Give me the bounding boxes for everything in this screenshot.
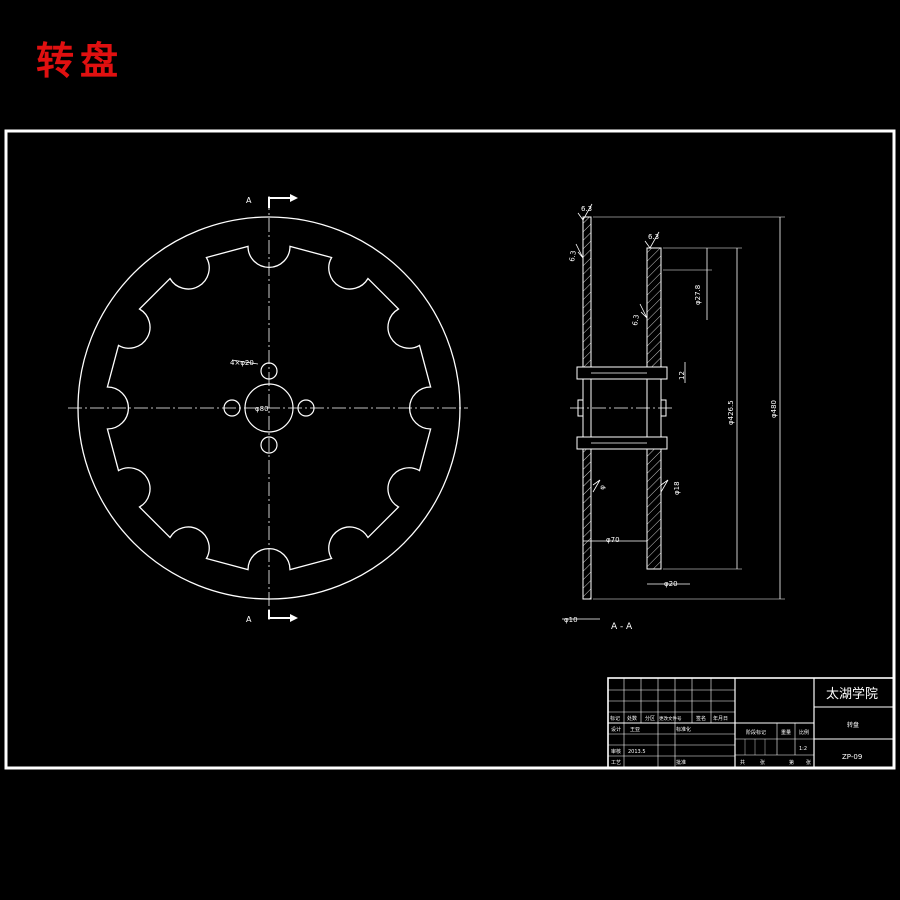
dim-18: φ18: [673, 481, 681, 495]
drawing-title: 转盘: [36, 38, 124, 83]
dim-12: 12: [678, 371, 686, 380]
roughness-4: 6.3: [631, 314, 641, 326]
roughness-2: 6.3: [648, 233, 659, 241]
section-view-label: A-A: [611, 622, 635, 632]
bolt-hole-top: [260, 362, 278, 380]
drawing-number: ZP-09: [842, 753, 862, 761]
outer-rim-circle: [77, 216, 461, 600]
title-block: 标记 处数 分区 更改文件号 签名 年月日 设计 王亚 标准化 审核 2013.…: [607, 677, 895, 769]
label-craft: 工艺: [611, 760, 621, 766]
label-count: 处数: [627, 715, 637, 722]
roughness-1: 6.3: [581, 205, 592, 213]
right-disc-lower: [646, 448, 662, 570]
roughness-symbol-6: [660, 479, 669, 493]
dim-20: φ20: [664, 580, 678, 588]
section-view: φ480 φ426.5 φ27.8 12 φ70 φ20 φ10 6.3 6.3…: [562, 203, 785, 632]
label-stage: 阶段标记: [746, 729, 766, 736]
designer-name: 王亚: [630, 727, 640, 733]
leader-holes: [231, 359, 259, 365]
section-arrowhead-top: [290, 194, 298, 202]
label-check: 审核: [611, 748, 621, 755]
bolt-hole-bottom: [260, 436, 278, 454]
label-ratio: 比例: [799, 729, 809, 736]
dim-small: φ: [598, 484, 607, 490]
left-plate-upper: [582, 216, 592, 368]
section-arrow-top: [268, 197, 295, 208]
section-arrow-bottom: [268, 610, 295, 619]
label-sheet-2: 张: [806, 759, 811, 766]
label-date: 年月日: [713, 715, 728, 722]
label-no: 第: [789, 759, 794, 766]
left-plate-lower: [582, 448, 592, 600]
roughness-3: 6.3: [568, 250, 578, 262]
right-disc-upper: [646, 247, 662, 368]
label-standard: 标准化: [676, 726, 691, 733]
part-name: 转盘: [847, 721, 859, 729]
label-design: 设计: [611, 726, 621, 733]
hub-lower: [576, 436, 668, 450]
dim-480: φ480: [770, 400, 778, 418]
dim-278: φ27.8: [694, 285, 702, 305]
roughness-symbol-3: [575, 243, 584, 259]
label-weight: 重量: [781, 729, 791, 736]
scale-value: 1:2: [799, 746, 807, 752]
scalloped-inner-contour: [106, 245, 432, 571]
drawing-frame: [4, 129, 896, 770]
label-changedoc: 更改文件号: [659, 715, 682, 722]
roughness-symbol-2: [644, 231, 660, 249]
label-sign: 签名: [696, 715, 706, 722]
revision-grid: [608, 678, 735, 768]
label-total: 共: [740, 759, 745, 766]
label-zone: 分区: [645, 715, 655, 722]
school-name: 太湖学院: [826, 686, 878, 702]
roughness-symbol-5: [592, 479, 601, 493]
section-marker-bottom: A: [246, 615, 252, 624]
section-marker-top: A: [246, 196, 252, 205]
roughness-symbol-1: [577, 203, 593, 221]
center-dia-note: φ80: [255, 405, 269, 413]
design-date: 2013.5: [628, 749, 646, 755]
hub-upper: [576, 366, 668, 380]
label-mark: 标记: [610, 715, 620, 722]
dim-10: φ10: [564, 616, 578, 624]
bolt-hole-left: [223, 399, 241, 417]
label-sheet: 张: [760, 759, 765, 766]
section-arrowhead-bottom: [290, 614, 298, 622]
front-view: 4×φ20 φ80 A A: [68, 194, 468, 624]
roughness-symbol-4: [639, 303, 648, 319]
bolt-hole-right: [297, 399, 315, 417]
dim-70: φ70: [606, 536, 620, 544]
label-approve: 批准: [676, 759, 686, 766]
holes-note: 4×φ20: [230, 359, 254, 367]
dim-4265: φ426.5: [727, 400, 735, 425]
center-bore: [244, 383, 294, 433]
